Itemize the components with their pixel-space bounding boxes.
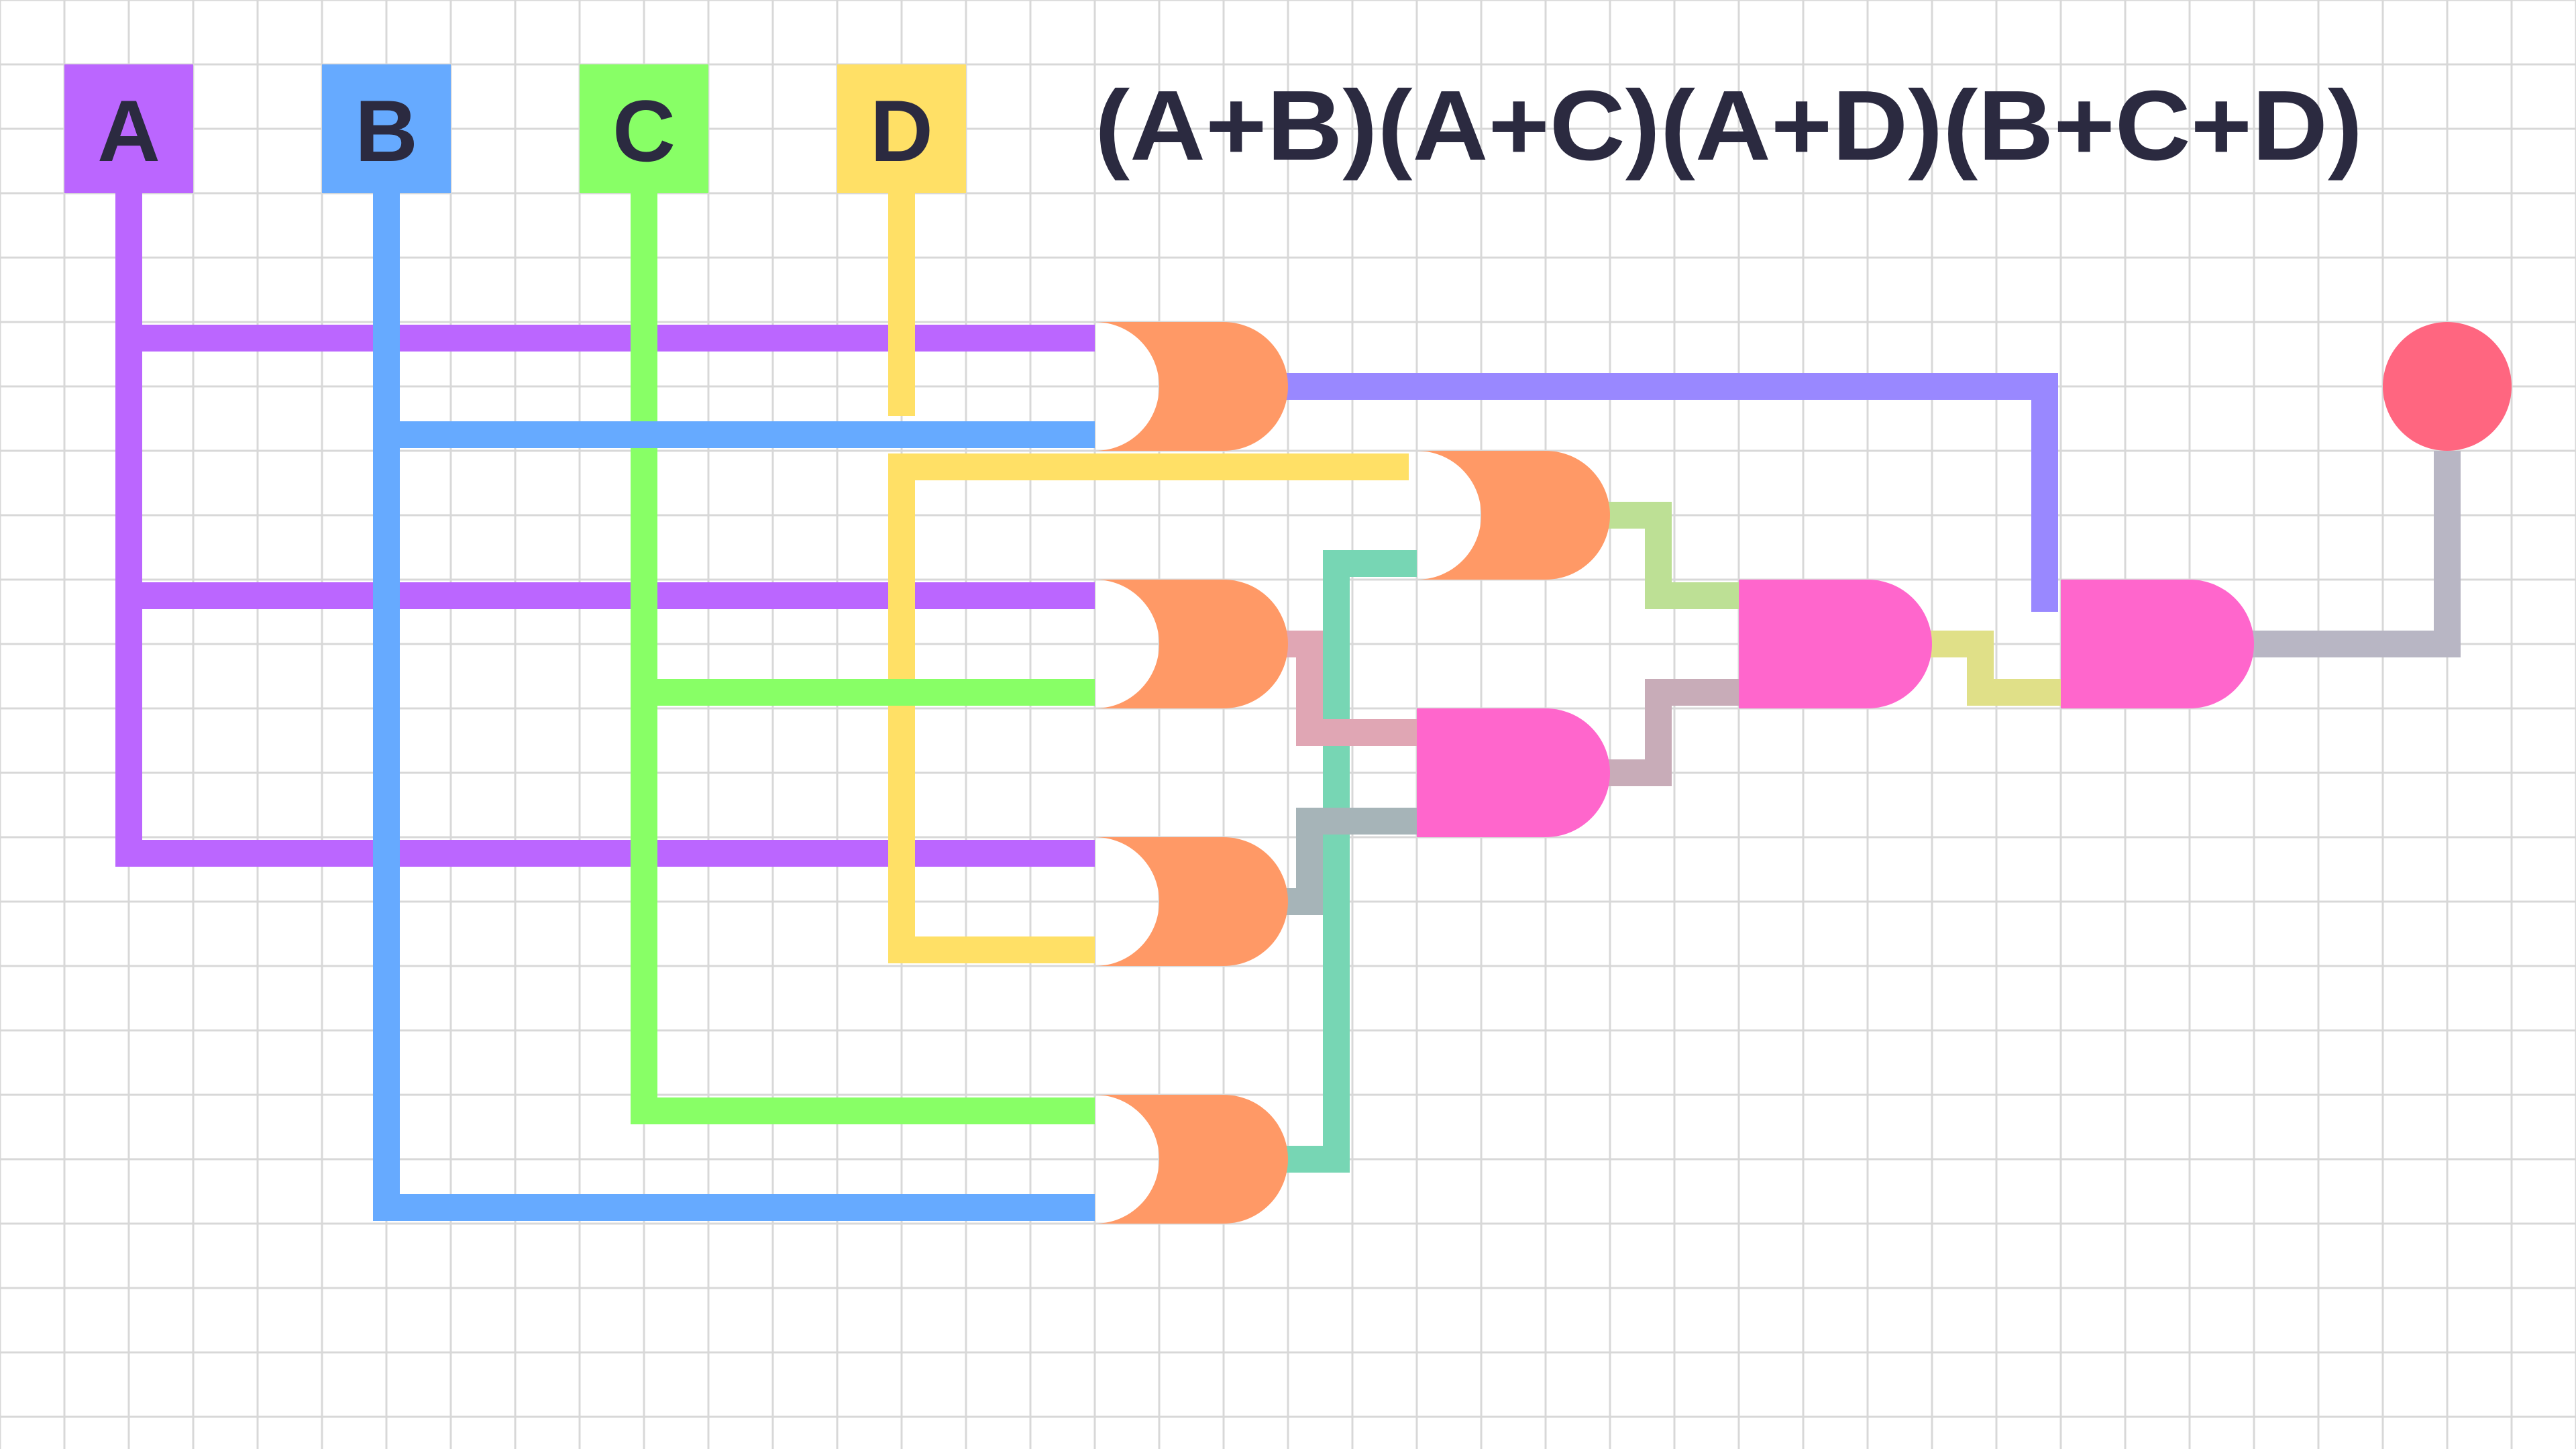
wires: [115, 193, 2461, 1221]
wire-a-bus: [115, 193, 1095, 867]
or-gate-b-c[interactable]: [1095, 1095, 1288, 1224]
wire-b-plus-c-plus-d: [1606, 502, 1739, 609]
and-gate-1[interactable]: [1417, 708, 1610, 837]
or-gate-a-c[interactable]: [1095, 580, 1288, 708]
or-gate-a-b[interactable]: [1095, 322, 1288, 451]
and-gate-2[interactable]: [1739, 580, 1932, 708]
input-c-box[interactable]: [580, 64, 708, 193]
input-b-box[interactable]: [322, 64, 451, 193]
output-led-icon[interactable]: [2383, 322, 2512, 451]
wire-c-bus: [631, 193, 1095, 1124]
wire-and-gate-1-out: [1606, 679, 1739, 786]
wire-b-plus-c: [1285, 550, 1417, 1173]
input-d-box[interactable]: [837, 64, 966, 193]
wire-a-plus-c: [1285, 631, 1417, 746]
or-gate-bc-d[interactable]: [1417, 451, 1610, 580]
input-a-box[interactable]: [64, 64, 193, 193]
wire-a-plus-d: [1285, 808, 1417, 915]
boolean-expression: (A+B)(A+C)(A+D)(B+C+D): [1095, 70, 2363, 181]
input-boxes: A B C D: [64, 64, 966, 193]
input-c-label: C: [612, 82, 676, 180]
wire-d-bus: [888, 193, 1409, 963]
wire-b-bus: [373, 193, 1095, 1221]
or-gate-a-d[interactable]: [1095, 837, 1288, 966]
wire-a-plus-b: [1285, 373, 2058, 612]
wire-and-gate-2-out: [1928, 631, 2061, 706]
input-b-label: B: [355, 82, 418, 180]
wire-output: [2250, 451, 2461, 657]
and-gates: [1417, 580, 2254, 837]
input-d-label: D: [870, 82, 933, 180]
or-gates: [1095, 322, 1610, 1224]
input-a-label: A: [97, 82, 160, 180]
and-gate-3[interactable]: [2061, 580, 2254, 708]
